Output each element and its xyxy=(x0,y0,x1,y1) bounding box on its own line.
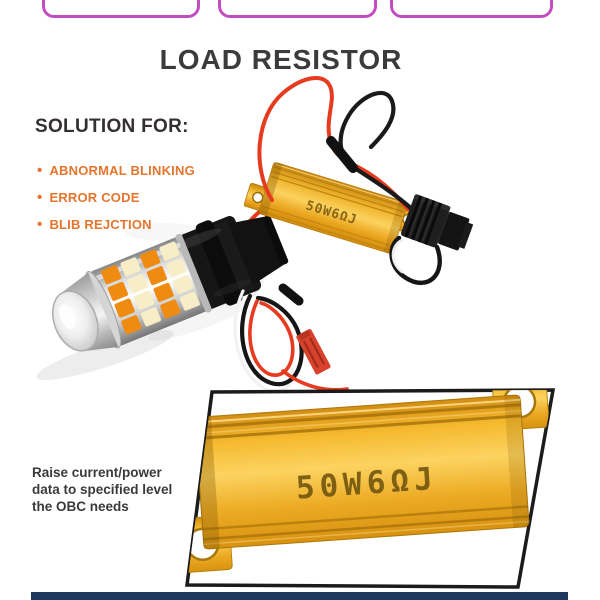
inset-resistor-illustration: 50W6ΩJ xyxy=(187,390,550,574)
thumbnail-right xyxy=(390,0,553,18)
solution-item-label: ABNORMAL BLINKING xyxy=(49,163,195,178)
bullet-icon: • xyxy=(37,188,43,206)
connector-illustration xyxy=(401,194,474,251)
solution-item-label: ERROR CODE xyxy=(49,190,140,205)
page-title: LOAD RESISTOR xyxy=(159,44,403,75)
caption-text: Raise current/power data to specified le… xyxy=(32,465,173,514)
lower-wiring-illustration xyxy=(233,283,349,393)
thumbnail-left xyxy=(42,0,200,18)
list-item: • ABNORMAL BLINKING xyxy=(37,161,195,179)
list-item: • BLIB REJCTION xyxy=(37,215,195,233)
thumbnail-center xyxy=(218,0,377,18)
red-connector-illustration xyxy=(296,329,331,375)
list-item: • ERROR CODE xyxy=(37,188,195,206)
solution-list: • ABNORMAL BLINKING • ERROR CODE • BLIB … xyxy=(37,163,195,244)
footer-bar xyxy=(31,592,568,600)
connector-wires-illustration xyxy=(389,235,442,285)
solution-heading: SOLUTION FOR: xyxy=(35,116,189,137)
bullet-icon: • xyxy=(37,215,43,233)
led-bulb-illustration xyxy=(51,215,289,352)
bullet-icon: • xyxy=(37,161,43,179)
detail-inset: 50W6ΩJ xyxy=(185,388,556,589)
led-chip-grid xyxy=(101,241,200,335)
solution-item-label: BLIB REJCTION xyxy=(49,217,152,232)
main-wires-illustration xyxy=(257,76,420,217)
